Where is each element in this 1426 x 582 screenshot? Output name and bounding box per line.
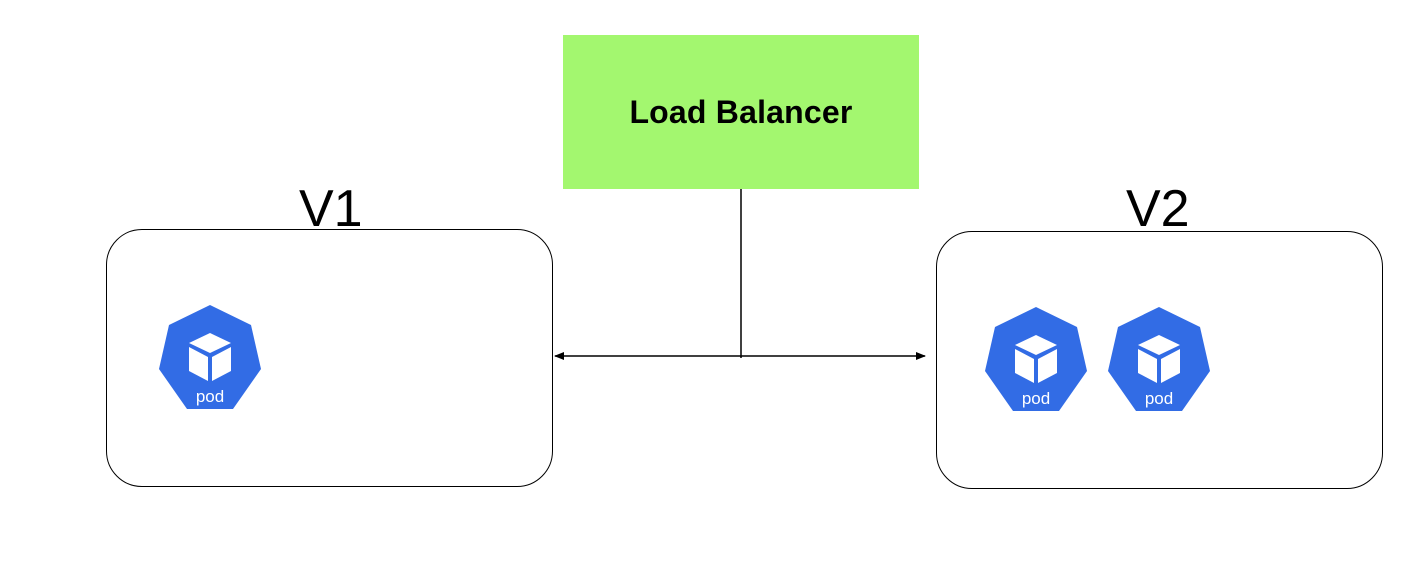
v1-pod-1: pod <box>155 303 265 411</box>
load-balancer-label: Load Balancer <box>629 93 853 130</box>
pod-label: pod <box>1022 389 1050 408</box>
v2-group-box <box>936 231 1383 489</box>
v2-pod-1: pod <box>981 305 1091 413</box>
v1-group-box <box>106 229 553 487</box>
v1-label: V1 <box>299 180 363 238</box>
pod-label: pod <box>1145 389 1173 408</box>
v2-pod-2: pod <box>1104 305 1214 413</box>
load-balancer-box: Load Balancer <box>563 35 919 189</box>
pod-label: pod <box>196 387 224 406</box>
kubernetes-pod-icon: pod <box>985 307 1087 411</box>
kubernetes-pod-icon: pod <box>159 305 261 409</box>
v2-label: V2 <box>1126 180 1190 238</box>
kubernetes-pod-icon: pod <box>1108 307 1210 411</box>
